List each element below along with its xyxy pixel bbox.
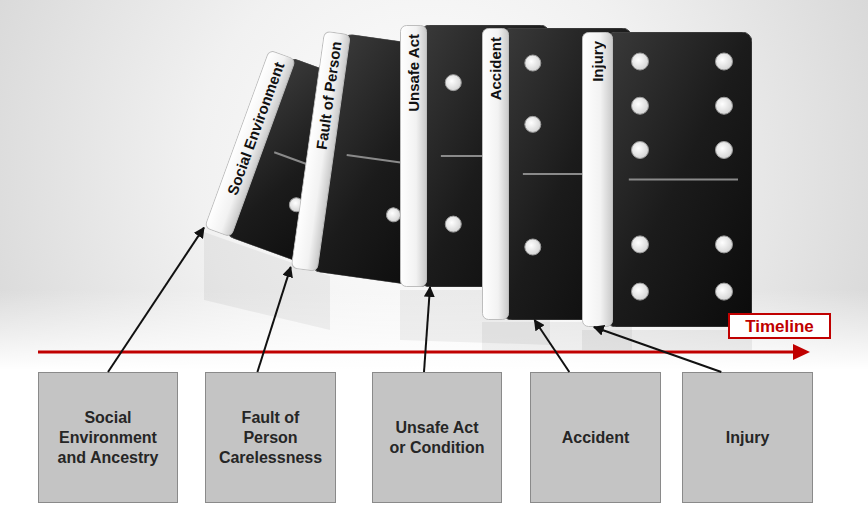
domino-label-holder: Injury [582, 32, 612, 327]
box-label: Fault of Person Carelessness [219, 408, 322, 468]
domino-label: Accident [488, 37, 503, 100]
domino-pip [716, 142, 733, 159]
domino-pip [632, 142, 649, 159]
timeline-label: Timeline [745, 318, 814, 335]
stage-box: Injury [682, 372, 813, 503]
domino-label: Unsafe Act [406, 34, 421, 112]
arrow-connector [257, 267, 290, 372]
domino-pip [716, 97, 733, 114]
domino-pip [632, 53, 649, 70]
domino-pip [525, 55, 541, 71]
domino-pip [445, 75, 461, 91]
domino-pip [632, 97, 649, 114]
domino-pip [716, 236, 733, 253]
domino-edge [401, 26, 427, 287]
domino-pip [716, 53, 733, 70]
domino-edge [583, 33, 613, 327]
arrow-connector [108, 228, 204, 372]
domino-pip [525, 239, 541, 255]
stage-box: Unsafe Act or Condition [372, 372, 502, 503]
domino-reflection [582, 330, 752, 350]
domino-label-holder: Accident [482, 28, 508, 320]
box-label: Injury [726, 428, 770, 448]
domino-edge [291, 31, 350, 271]
domino-pip [386, 207, 402, 223]
arrow-connector [594, 327, 721, 372]
domino-pip [716, 283, 733, 300]
background-shade [0, 0, 868, 370]
stage-box: Accident [530, 372, 661, 503]
box-label: Accident [562, 428, 630, 448]
domino-label: Injury [590, 41, 605, 82]
domino-pip [445, 216, 461, 232]
domino-edge [483, 29, 509, 320]
arrow-connector [424, 287, 430, 372]
box-label: Social Environment and Ancestry [53, 408, 163, 468]
domino-divider [629, 179, 738, 181]
stage-box: Fault of Person Carelessness [205, 372, 336, 503]
timeline-arrow-line [38, 351, 796, 354]
timeline-tag: Timeline [728, 313, 831, 339]
arrow-connector [535, 320, 570, 372]
domino-block: Injury [582, 32, 752, 327]
domino-pip [632, 283, 649, 300]
domino-pip [632, 236, 649, 253]
box-label: Unsafe Act or Condition [387, 418, 487, 458]
timeline-arrow-head [793, 344, 810, 360]
domino-face [606, 32, 752, 327]
stage-box: Social Environment and Ancestry [38, 372, 178, 503]
domino-label-holder: Unsafe Act [400, 25, 426, 287]
domino-shape [582, 32, 752, 327]
domino-edge [205, 50, 296, 237]
domino-pip [525, 116, 541, 132]
